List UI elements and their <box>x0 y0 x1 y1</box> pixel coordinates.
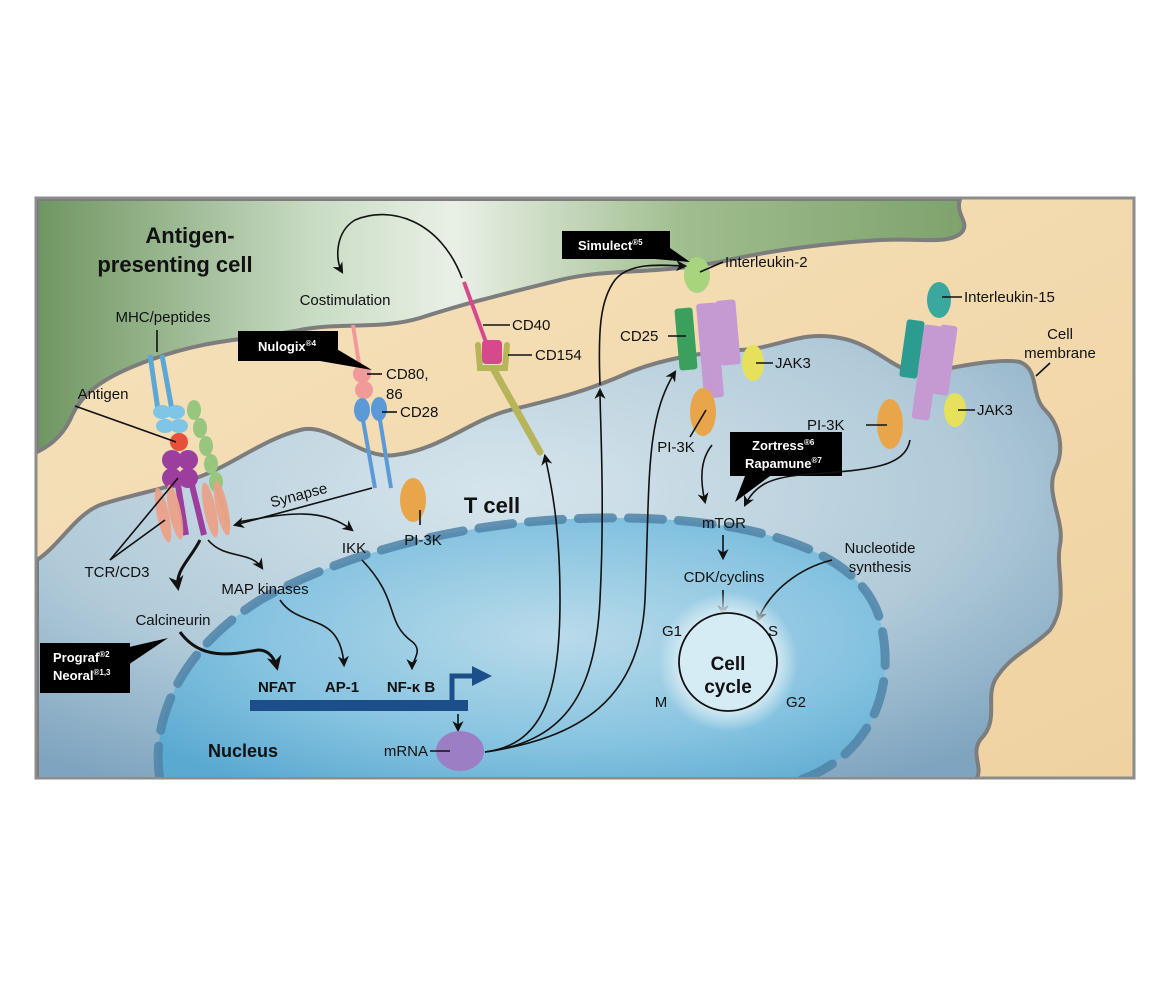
cd80-cd28-complex: CD80, 86 CD28 <box>351 324 438 489</box>
nucleotide-label-line1: Nucleotide <box>845 540 916 557</box>
cell-cycle: Cell cycle G1 S G2 M <box>655 592 806 732</box>
nucleotide-label-line2: synthesis <box>849 559 912 576</box>
apc-title-line1: Antigen- <box>145 223 234 248</box>
nfat-label: NFAT <box>258 679 296 696</box>
mrna-blob <box>436 731 484 771</box>
cd28-label: CD28 <box>400 404 438 421</box>
il15-receptor-complex: Interleukin-15 JAK3 PI-3K Cell membrane <box>807 282 1096 449</box>
ikk-label: IKK <box>342 540 366 557</box>
antigen-label: Antigen <box>78 386 129 403</box>
pi3k-label-b: PI-3K <box>657 439 695 456</box>
tcr-to-map-arrow <box>207 539 264 570</box>
g1-label: G1 <box>662 623 682 640</box>
mrna-to-cd25-arrow <box>484 370 677 753</box>
mtor-label: mTOR <box>702 515 746 532</box>
tcr-label: TCR/CD3 <box>84 564 149 581</box>
transcription-arrowhead <box>472 666 492 686</box>
neoral-label: Neoral®1,3 <box>53 668 111 683</box>
il2-label: Interleukin-2 <box>725 254 808 271</box>
cycle-label-line1: Cell <box>711 654 746 675</box>
map-label: MAP kinases <box>221 581 308 598</box>
nulogix-callout: Nulogix®4 <box>238 331 372 370</box>
cd25-label: CD25 <box>620 328 658 345</box>
cd40-cd154-complex: CD40 CD154 <box>462 281 582 456</box>
tcell-title: T cell <box>464 493 520 518</box>
zortress-rapamune-callout: Zortress®6 Rapamune®7 <box>730 432 842 502</box>
nfkb-label: NF-κ B <box>387 679 436 696</box>
tcr-to-calcineurin-arrow <box>168 539 202 591</box>
map-to-ap1-arrow <box>279 599 349 668</box>
il2-receptor-complex: Interleukin-2 CD25 JAK3 PI-3K <box>620 254 811 456</box>
pi3k-cd28 <box>400 478 426 522</box>
membrane-label-line1: Cell <box>1047 326 1073 343</box>
to-il2-arrow <box>598 260 688 386</box>
transcription-start-arrow <box>449 673 478 700</box>
apc-title-line2: presenting cell <box>97 252 252 277</box>
calcineurin-to-nfat-arrow <box>178 631 282 671</box>
mhc-label: MHC/peptides <box>115 309 210 326</box>
cd80-label: CD80, <box>386 366 429 383</box>
cd154-label: CD154 <box>535 347 582 364</box>
ikk-to-nfkb-arrow <box>361 559 419 671</box>
nucleus-title: Nucleus <box>208 741 278 761</box>
nulogix-label: Nulogix®4 <box>258 339 317 354</box>
il15-to-mtor-arrow <box>743 439 911 508</box>
pi3k-label-c: PI-3K <box>807 417 845 434</box>
nuclear-envelope <box>153 513 890 777</box>
ap1-label: AP-1 <box>325 679 359 696</box>
dna-strand <box>250 700 468 711</box>
simulect-callout: Simulect®5 <box>562 231 690 262</box>
mrna-label: mRNA <box>384 743 428 760</box>
m-label: M <box>655 694 668 711</box>
g2-label: G2 <box>786 694 806 711</box>
membrane-label-line2: membrane <box>1024 345 1096 362</box>
jak3-label-a: JAK3 <box>775 355 811 372</box>
prograf-label: Prograf®2 <box>53 650 110 665</box>
calcineurin-label: Calcineurin <box>135 612 210 629</box>
cd40-label: CD40 <box>512 317 550 334</box>
mrna-to-membrane-arrow <box>484 387 606 753</box>
antigen-dot <box>170 433 188 451</box>
jak3-label-b: JAK3 <box>977 402 1013 419</box>
pi3k-to-mtor-arrow <box>697 444 713 505</box>
costimulation-arrow <box>332 213 463 279</box>
rapamune-label: Rapamune®7 <box>745 456 822 471</box>
il15-label: Interleukin-15 <box>964 289 1055 306</box>
mrna-to-cd154-arrow <box>484 453 561 753</box>
simulect-label: Simulect®5 <box>578 238 643 253</box>
prograf-neoral-callout: Prograf®2 Neoral®1,3 <box>40 638 168 693</box>
costimulation-label: Costimulation <box>300 292 391 309</box>
to-ikk-arrow <box>237 513 354 532</box>
s-label: S <box>768 623 778 640</box>
pi3k-label-a: PI-3K <box>404 532 442 549</box>
cdk-label: CDK/cyclins <box>684 569 765 586</box>
cd86-label: 86 <box>386 386 403 403</box>
cycle-label-line2: cycle <box>704 677 752 698</box>
zortress-label: Zortress®6 <box>752 438 815 453</box>
antigen-presenting-cell <box>37 199 967 455</box>
mhc-tcr-complex: MHC/peptides Antigen TCR/CD3 <box>74 309 231 581</box>
